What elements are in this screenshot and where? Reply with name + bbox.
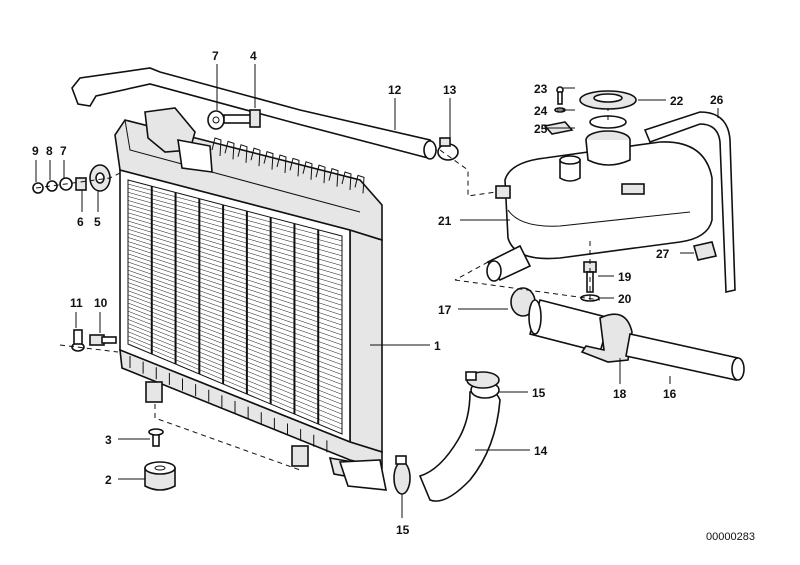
hose-clamp-top [465,371,500,389]
callout-3: 3 [105,433,112,447]
callout-7-left: 7 [60,144,67,158]
callout-21: 21 [438,214,452,228]
callout-4: 4 [250,49,257,63]
callout-5: 5 [94,215,101,229]
rubber-mount [144,428,176,491]
expansion-tank [486,130,713,282]
hose-clamp-bottom [338,455,411,495]
callout-20: 20 [618,292,632,306]
left-fasteners [32,164,111,194]
callout-8: 8 [46,144,53,158]
hose-clamp-upper [437,137,459,161]
callout-10: 10 [94,296,108,310]
callout-24: 24 [534,104,548,118]
callout-22: 22 [670,94,684,108]
callout-13: 13 [443,83,457,97]
bolt-with-washer [207,109,261,130]
callout-25: 25 [534,122,548,136]
radiator-core [114,107,383,480]
callout-26: 26 [710,93,724,107]
callout-14: 14 [534,444,548,458]
overflow-hose [643,111,736,293]
hose-bracket [580,313,633,363]
leader-lines [35,64,719,518]
callout-19: 19 [618,270,632,284]
callout-17: 17 [438,303,452,317]
callout-7-upper: 7 [212,49,219,63]
callout-18: 18 [613,387,627,401]
tank-hose [510,287,612,353]
radiator-hose [418,387,501,502]
callout-9: 9 [32,144,39,158]
callout-23: 23 [534,82,548,96]
callout-12: 12 [388,83,402,97]
sensor-fittings [543,86,574,135]
document-number: 00000283 [706,531,755,543]
callout-15-upper: 15 [532,386,546,400]
callout-2: 2 [105,473,112,487]
callout-6: 6 [77,215,84,229]
callout-1: 1 [434,339,441,353]
callout-27: 27 [656,247,670,261]
callout-16: 16 [663,387,677,401]
callout-11: 11 [70,296,83,310]
callout-labels: 1 2 3 4 5 6 7 7 8 9 10 11 12 13 14 15 15… [32,49,755,543]
hose-clip [692,241,718,261]
side-screws [71,329,117,352]
callout-15-lower: 15 [396,523,410,537]
lower-hose [625,333,739,381]
